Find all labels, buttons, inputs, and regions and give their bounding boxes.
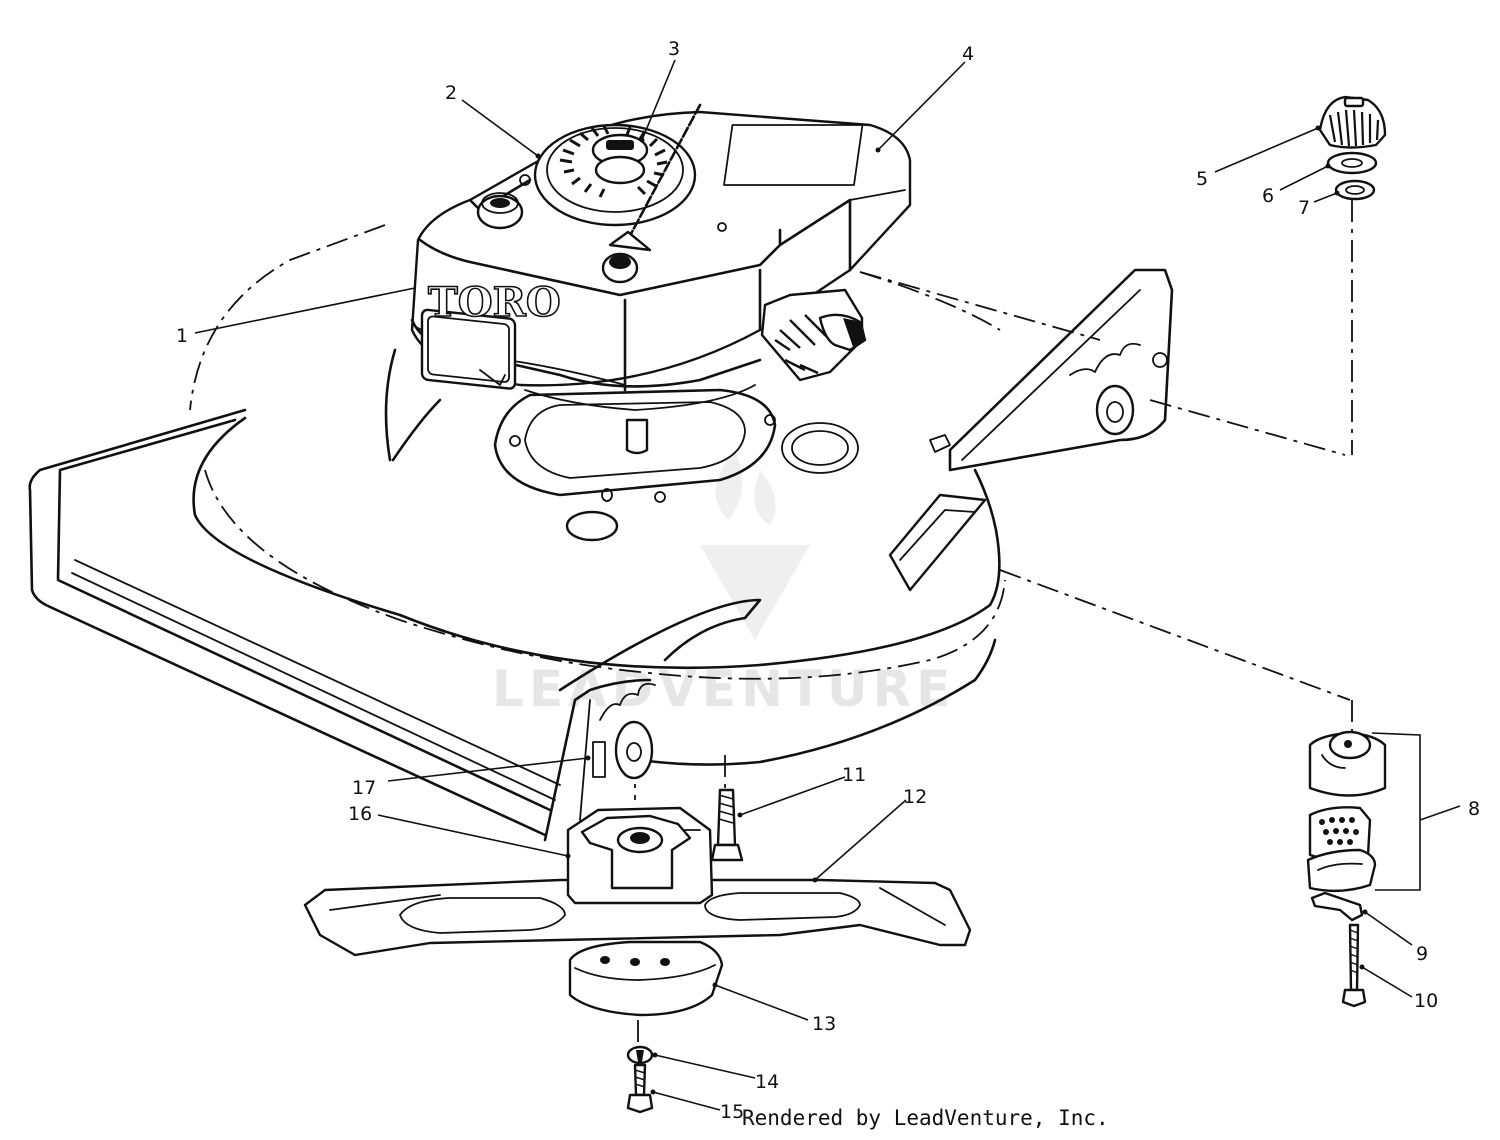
deck-outline (189, 200, 1353, 1050)
callout-14: 14 (755, 1071, 779, 1093)
callout-8: 8 (1468, 798, 1480, 820)
engine: TORO (410, 103, 912, 411)
callout-numbers: 1 2 3 4 5 6 7 8 9 10 11 12 13 14 15 16 1… (176, 38, 1480, 1123)
callout-16: 16 (348, 803, 372, 825)
callout-2: 2 (445, 82, 457, 104)
callout-5: 5 (1196, 168, 1208, 190)
callout-3: 3 (668, 38, 680, 60)
callout-13: 13 (812, 1013, 836, 1035)
callout-15: 15 (720, 1101, 744, 1123)
blade-assembly (303, 788, 972, 1114)
callout-1: 1 (176, 325, 188, 347)
starter-fins (559, 125, 668, 198)
watermark: LEADVENTURE (492, 450, 950, 718)
toro-logo: TORO (428, 279, 561, 326)
callout-17: 17 (352, 777, 376, 799)
callout-4: 4 (962, 43, 974, 65)
height-adjuster-parts (1306, 730, 1421, 1008)
callout-9: 9 (1416, 943, 1428, 965)
mower-deck (28, 268, 1174, 842)
wheel-hub-parts (1318, 95, 1387, 201)
callout-leaders (194, 59, 1461, 1111)
callout-7: 7 (1298, 197, 1310, 219)
callout-12: 12 (903, 786, 927, 808)
callout-6: 6 (1262, 185, 1274, 207)
callout-11: 11 (842, 764, 866, 786)
callout-10: 10 (1414, 990, 1438, 1012)
credit-text: Rendered by LeadVenture, Inc. (742, 1106, 1109, 1130)
